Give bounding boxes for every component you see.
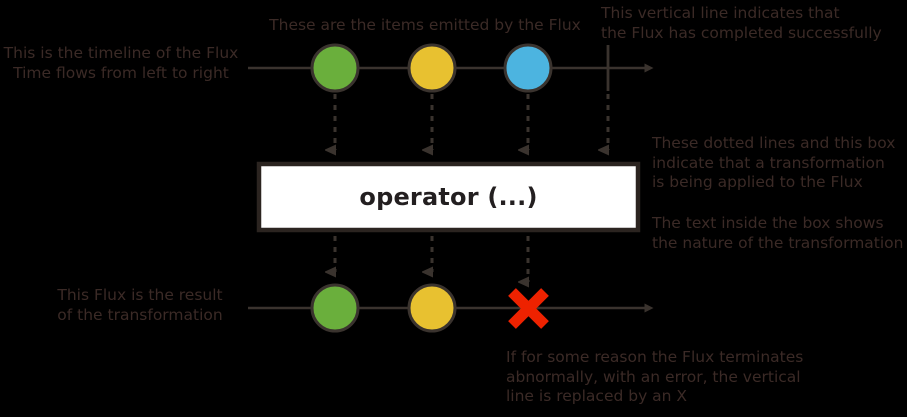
annotation-completion-line: This vertical line indicates that the Fl… [601, 4, 882, 42]
error-x-icon[interactable] [508, 288, 549, 329]
source-timeline [248, 43, 654, 93]
result-marble-green[interactable] [310, 283, 360, 333]
annotation-transformation: These dotted lines and this box indicate… [652, 134, 896, 191]
annotation-result-flux: This Flux is the result of the transform… [57, 286, 223, 324]
annotation-items-emitted: These are the items emitted by the Flux [269, 16, 581, 34]
annotation-error-termination: If for some reason the Flux terminates a… [506, 348, 804, 405]
source-marble-yellow[interactable] [407, 43, 457, 93]
operator-input-connectors [335, 94, 610, 150]
source-marble-blue[interactable] [503, 43, 553, 93]
operator-box[interactable] [256, 161, 641, 233]
operator-output-connectors [335, 236, 530, 282]
result-marble-yellow[interactable] [407, 283, 457, 333]
annotation-timeline: This is the timeline of the Flux Time fl… [3, 44, 239, 82]
source-marble-green[interactable] [310, 43, 360, 93]
result-timeline [248, 283, 654, 333]
annotation-box-text-meaning: The text inside the box shows the nature… [652, 214, 904, 252]
